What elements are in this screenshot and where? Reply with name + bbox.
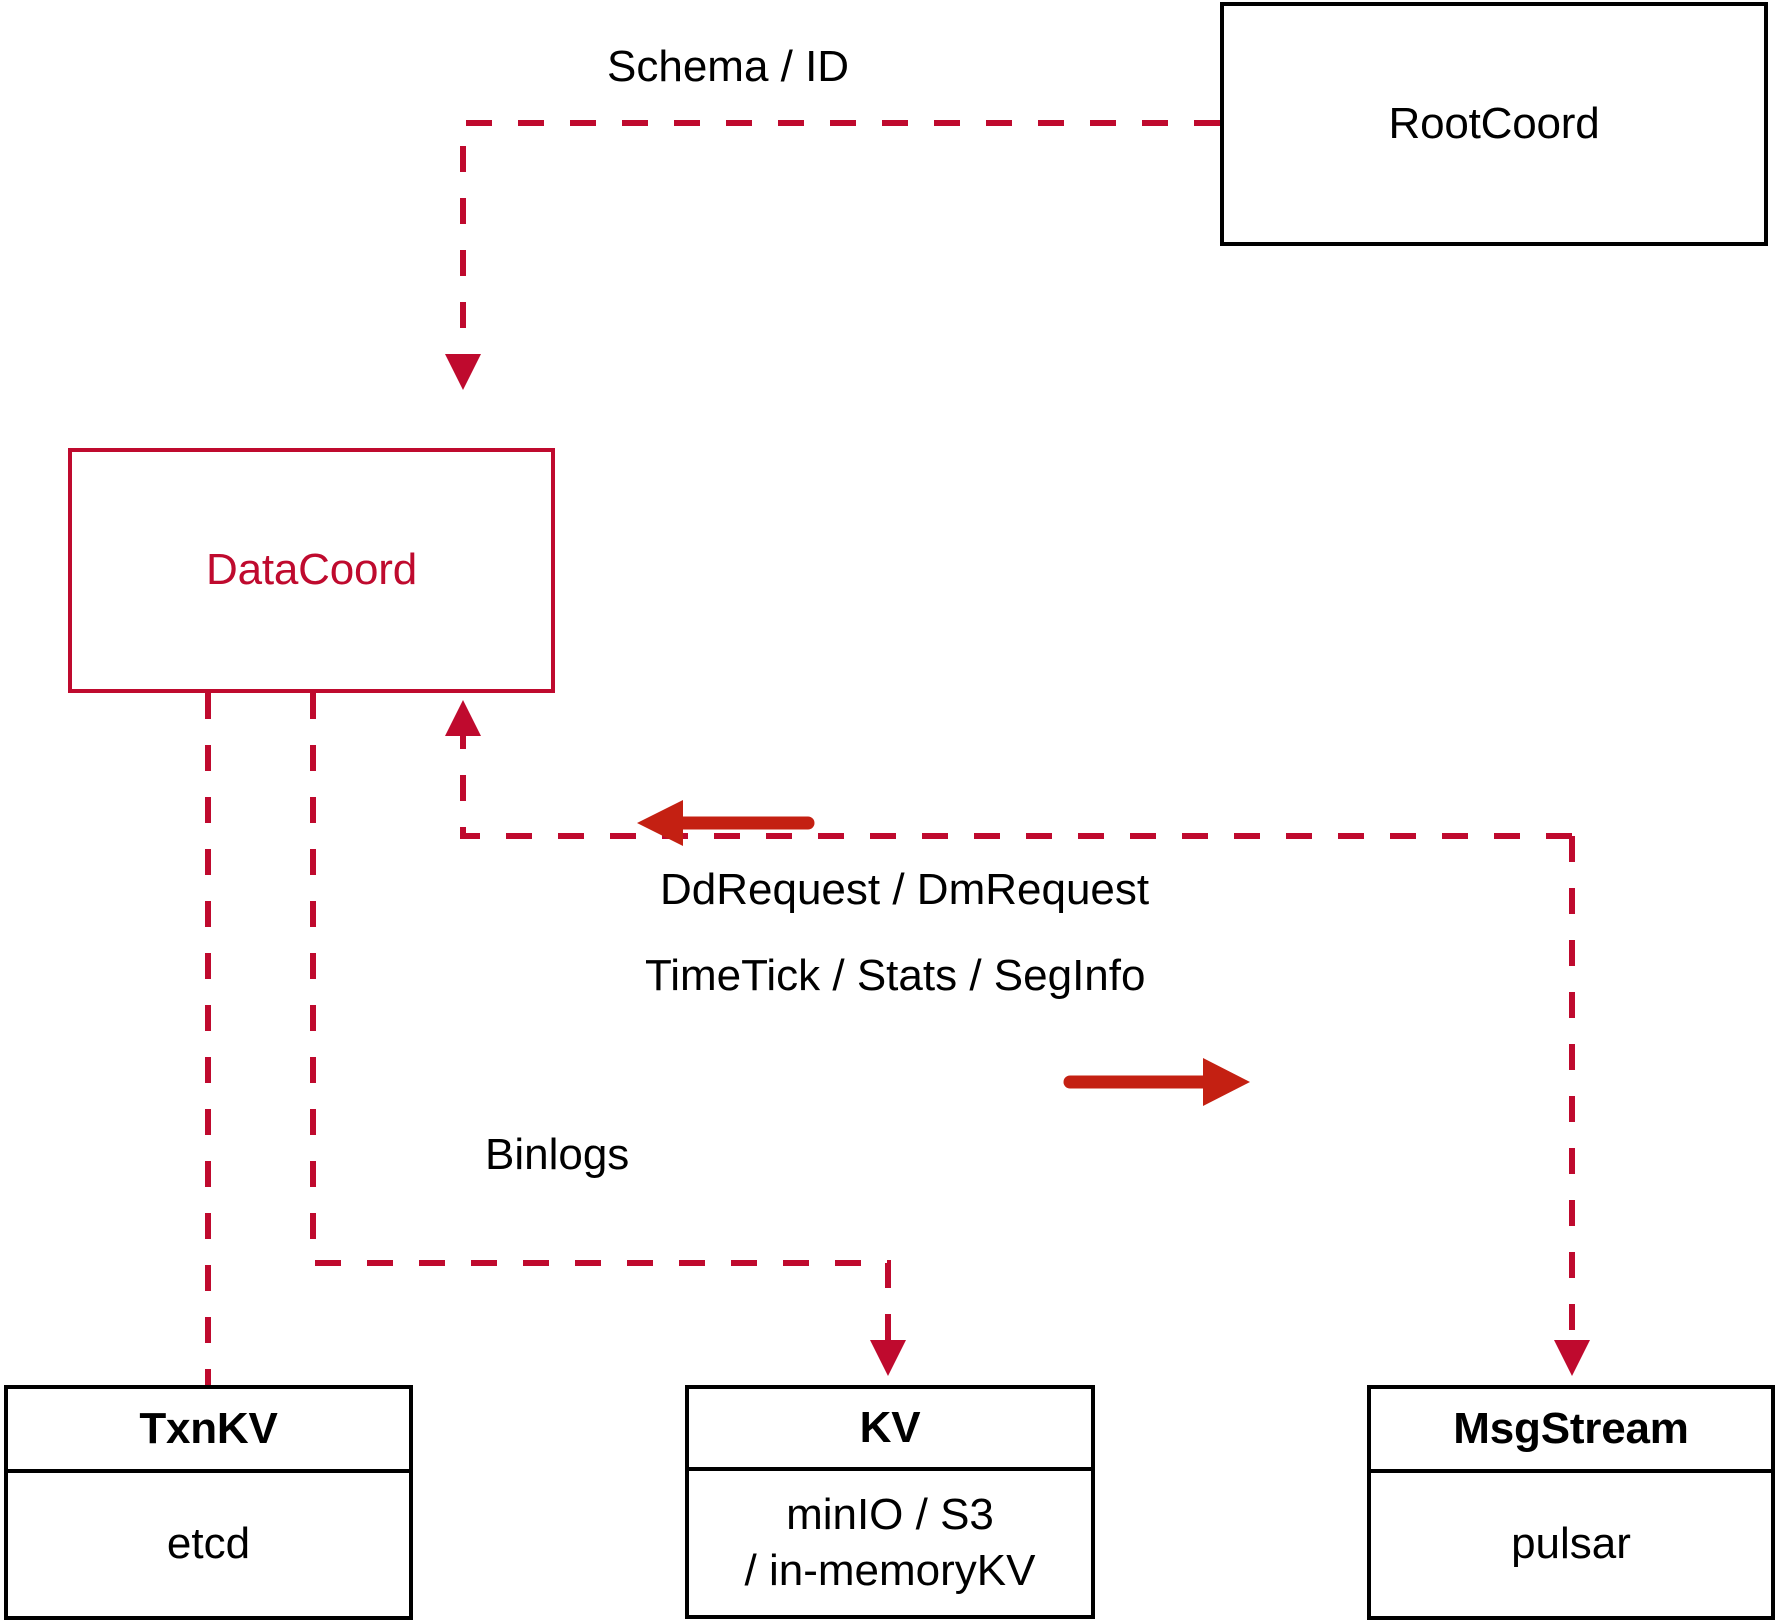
edge-label-schema-id: Schema / ID bbox=[607, 42, 850, 91]
edge-rootcoord-to-datacoord bbox=[445, 120, 1220, 390]
node-msgstream[interactable]: MsgStream pulsar bbox=[1367, 1385, 1775, 1620]
edge-datacoord-to-kv bbox=[310, 693, 906, 1376]
edge-label-ddrequest-dmrequest: DdRequest / DmRequest bbox=[660, 865, 1150, 914]
edge-label-timetick-stats-seginfo: TimeTick / Stats / SegInfo bbox=[645, 951, 1146, 1000]
node-rootcoord[interactable]: RootCoord bbox=[1220, 2, 1768, 246]
edge-label-binlogs: Binlogs bbox=[485, 1130, 630, 1179]
edge-msgstream-to-datacoord bbox=[445, 700, 1572, 839]
outbound-arrow-icon bbox=[1063, 1058, 1250, 1106]
node-txnkv[interactable]: TxnKV etcd bbox=[4, 1385, 413, 1620]
node-kv-title: KV bbox=[859, 1402, 921, 1452]
node-txnkv-subtitle: etcd bbox=[8, 1469, 409, 1616]
node-datacoord-title: DataCoord bbox=[206, 545, 417, 595]
node-datacoord[interactable]: DataCoord bbox=[68, 448, 555, 693]
inbound-arrow-icon bbox=[637, 800, 815, 846]
node-kv-subtitle: minIO / S3 / in-memoryKV bbox=[689, 1467, 1091, 1615]
node-txnkv-title: TxnKV bbox=[139, 1403, 278, 1453]
node-msgstream-subtitle: pulsar bbox=[1371, 1469, 1771, 1616]
node-kv[interactable]: KV minIO / S3 / in-memoryKV bbox=[685, 1385, 1095, 1619]
node-msgstream-title: MsgStream bbox=[1453, 1403, 1689, 1453]
node-rootcoord-title: RootCoord bbox=[1388, 98, 1600, 148]
